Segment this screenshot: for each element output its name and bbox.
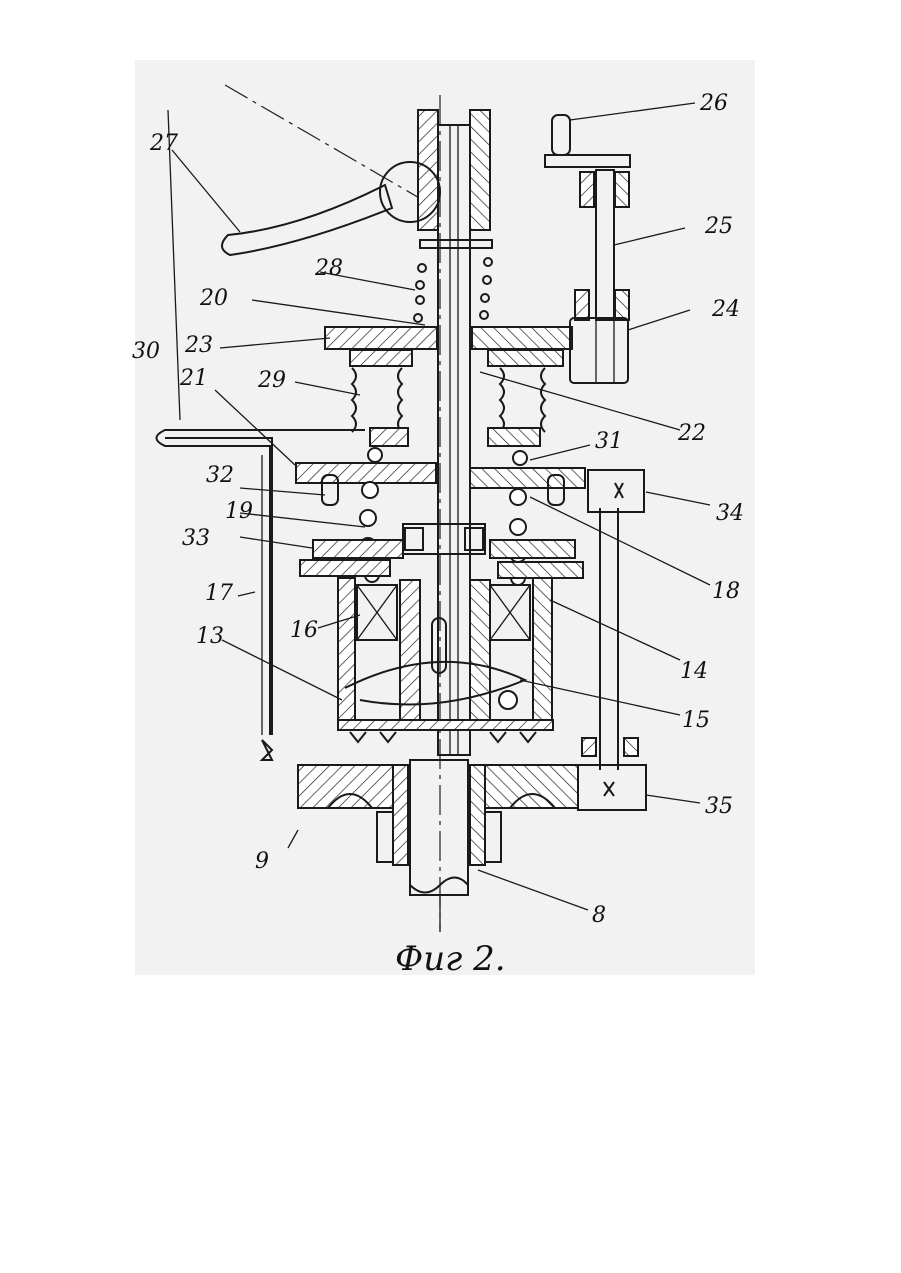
plate-21-right [470, 468, 585, 488]
label-25: 25 [704, 214, 733, 239]
label-32: 32 [206, 463, 234, 488]
label-31: 31 [595, 429, 623, 454]
sleeve-13-right [470, 580, 490, 725]
label-15: 15 [682, 708, 710, 733]
label-21: 21 [179, 366, 208, 391]
label-27: 27 [149, 131, 178, 156]
upper-housing-right [470, 110, 490, 230]
label-33: 33 [182, 526, 210, 551]
label-23: 23 [184, 333, 213, 358]
flange-17 [300, 560, 390, 576]
label-22: 22 [677, 421, 706, 446]
housing-14-right [533, 578, 552, 725]
plate-33 [313, 540, 403, 558]
gear-35 [298, 765, 395, 808]
housing-14 [338, 578, 355, 725]
label-24: 24 [711, 297, 740, 322]
label-16: 16 [290, 618, 318, 643]
label-30: 30 [132, 339, 160, 364]
label-18: 18 [712, 579, 740, 604]
sleeve-13 [400, 580, 420, 725]
label-8: 8 [592, 903, 606, 928]
label-13: 13 [196, 624, 224, 649]
label-29: 29 [257, 368, 286, 393]
slider-left [370, 428, 408, 446]
bellows-cap-right [488, 350, 563, 366]
ball-31-right [513, 451, 527, 465]
label-20: 20 [199, 286, 228, 311]
label-34: 34 [716, 501, 744, 526]
figure-caption: Фиг 2. [395, 939, 506, 979]
label-26: 26 [699, 91, 728, 116]
label-9: 9 [255, 849, 269, 874]
upper-housing-left [418, 110, 438, 230]
hub-9 [393, 765, 408, 865]
plate-33-right [490, 540, 575, 558]
slider-right [488, 428, 540, 446]
plate-23-right [472, 327, 572, 349]
ball-31-left [368, 448, 382, 462]
cup-bottom [338, 720, 553, 730]
flange-17-right [498, 562, 583, 578]
label-17: 17 [205, 581, 233, 606]
plate-23 [325, 327, 437, 349]
label-35: 35 [705, 794, 733, 819]
plate-21 [296, 463, 436, 483]
bellows-cap-left [350, 350, 412, 366]
label-28: 28 [314, 256, 343, 281]
label-14: 14 [680, 659, 708, 684]
label-19: 19 [225, 499, 253, 524]
